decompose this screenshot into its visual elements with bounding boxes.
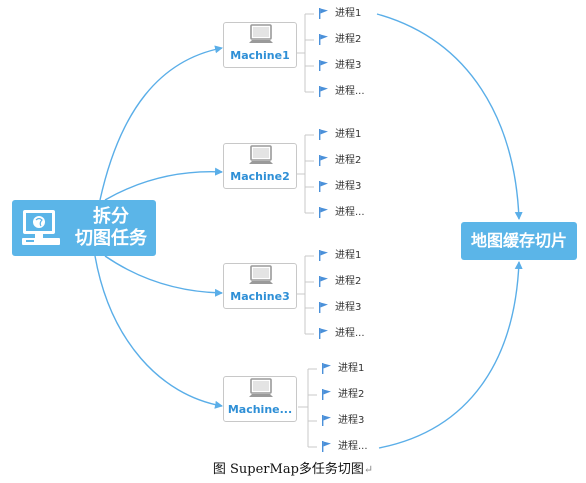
bracket-machine3 — [296, 255, 314, 335]
process-label: 进程... — [335, 328, 365, 339]
flag-icon — [319, 328, 328, 339]
process-label: 进程1 — [335, 129, 362, 140]
process-label: 进程2 — [335, 276, 362, 287]
flag-icon — [319, 302, 328, 313]
split-task-label-line2: 切图任务 — [75, 228, 147, 249]
figure-caption-text: 图 SuperMap多任务切图 — [212, 462, 364, 477]
flag-icon — [322, 441, 331, 452]
split-task-label-line1: 拆分 — [93, 206, 129, 227]
monitor-icon — [249, 145, 273, 164]
bracket-machine2 — [296, 134, 314, 214]
flag-icon — [319, 129, 328, 140]
edge-source-machine2 — [104, 167, 223, 201]
bracket-machine4 — [298, 368, 317, 448]
process-label: 进程2 — [335, 155, 362, 166]
process-label: 进程... — [335, 207, 365, 218]
flag-icon — [319, 181, 328, 192]
process-label: 进程... — [338, 441, 368, 452]
flag-icon — [322, 389, 331, 400]
process-label: 进程... — [335, 86, 365, 97]
edge-process-top-to-target — [376, 13, 523, 220]
machine-label: Machine... — [227, 403, 293, 416]
machine-node-1: Machine1 — [223, 22, 297, 68]
process-label: 进程2 — [338, 389, 365, 400]
paragraph-return-mark: ↵ — [363, 463, 374, 476]
flag-icon — [319, 8, 328, 19]
edge-process-bottom-to-target — [378, 261, 523, 449]
flag-icon — [319, 60, 328, 71]
flag-icon — [319, 276, 328, 287]
monitor-icon — [249, 24, 273, 43]
flag-icon — [319, 250, 328, 261]
machine-node-2: Machine2 — [223, 143, 297, 189]
machine-label: Machine3 — [230, 290, 290, 303]
machine-label: Machine2 — [230, 170, 290, 183]
flag-icon — [322, 415, 331, 426]
monitor-icon — [249, 378, 273, 397]
computer-icon — [22, 210, 60, 245]
machine-node-3: Machine3 — [223, 263, 297, 309]
machine-label: Machine1 — [230, 49, 290, 62]
process-label: 进程3 — [335, 60, 362, 71]
process-label: 进程3 — [335, 181, 362, 192]
flag-icon — [319, 86, 328, 97]
machine-node-4: Machine... — [223, 376, 297, 422]
split-task-node: 拆分 切图任务 — [12, 200, 156, 256]
flag-icon — [319, 155, 328, 166]
monitor-icon — [249, 265, 273, 284]
process-label: 进程1 — [338, 363, 365, 374]
process-label: 进程1 — [335, 250, 362, 261]
process-label: 进程3 — [338, 415, 365, 426]
process-label: 进程1 — [335, 8, 362, 19]
flag-icon — [319, 34, 328, 45]
process-label: 进程2 — [335, 34, 362, 45]
figure-caption: 图 SuperMap多任务切图↵ — [0, 462, 586, 478]
edge-source-machine1 — [99, 45, 223, 201]
map-cache-tiles-node: 地图缓存切片 — [461, 222, 577, 260]
edge-source-machine3 — [104, 255, 223, 297]
edge-source-machine4 — [94, 255, 223, 409]
flag-icon — [322, 363, 331, 374]
bracket-machine1 — [296, 13, 314, 93]
process-label: 进程3 — [335, 302, 362, 313]
flag-icon — [319, 207, 328, 218]
